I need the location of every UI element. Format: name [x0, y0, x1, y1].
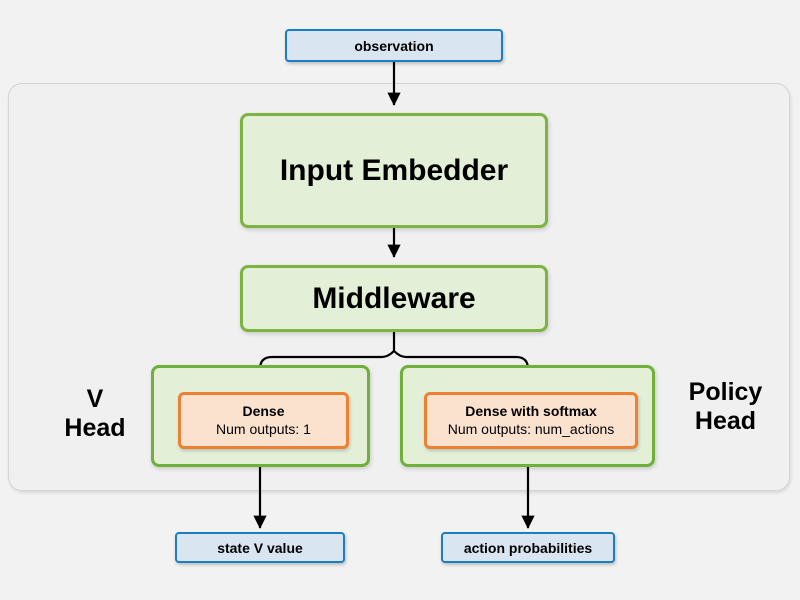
policy-head-label: Policy Head — [663, 378, 788, 436]
observation-box[interactable]: observation — [285, 29, 503, 62]
policy-head-dense-box[interactable]: Dense with softmax Num outputs: num_acti… — [424, 392, 638, 449]
policy-head-group[interactable]: Dense with softmax Num outputs: num_acti… — [400, 365, 655, 467]
v-head-dense-subtitle: Num outputs: 1 — [216, 420, 311, 437]
middleware-box[interactable]: Middleware — [240, 265, 548, 332]
state-v-value-label: state V value — [217, 539, 303, 556]
input-embedder-box[interactable]: Input Embedder — [240, 113, 548, 228]
v-head-dense-box[interactable]: Dense Num outputs: 1 — [178, 392, 349, 449]
policy-head-dense-subtitle: Num outputs: num_actions — [447, 420, 615, 437]
v-head-label: V Head — [40, 385, 150, 443]
policy-head-label-line1: Policy — [688, 378, 763, 406]
policy-head-dense-title: Dense with softmax — [465, 403, 597, 419]
policy-head-label-line2: Head — [694, 406, 757, 435]
v-head-dense-title: Dense — [242, 403, 285, 419]
v-head-label-line1: V — [86, 385, 104, 413]
action-probabilities-box[interactable]: action probabilities — [441, 532, 615, 563]
action-probabilities-label: action probabilities — [463, 539, 593, 556]
state-v-value-box[interactable]: state V value — [175, 532, 345, 563]
input-embedder-label: Input Embedder — [279, 153, 509, 187]
observation-label: observation — [354, 37, 434, 54]
v-head-group[interactable]: Dense Num outputs: 1 — [151, 365, 370, 467]
middleware-label: Middleware — [312, 281, 476, 315]
v-head-label-line2: Head — [64, 413, 126, 442]
